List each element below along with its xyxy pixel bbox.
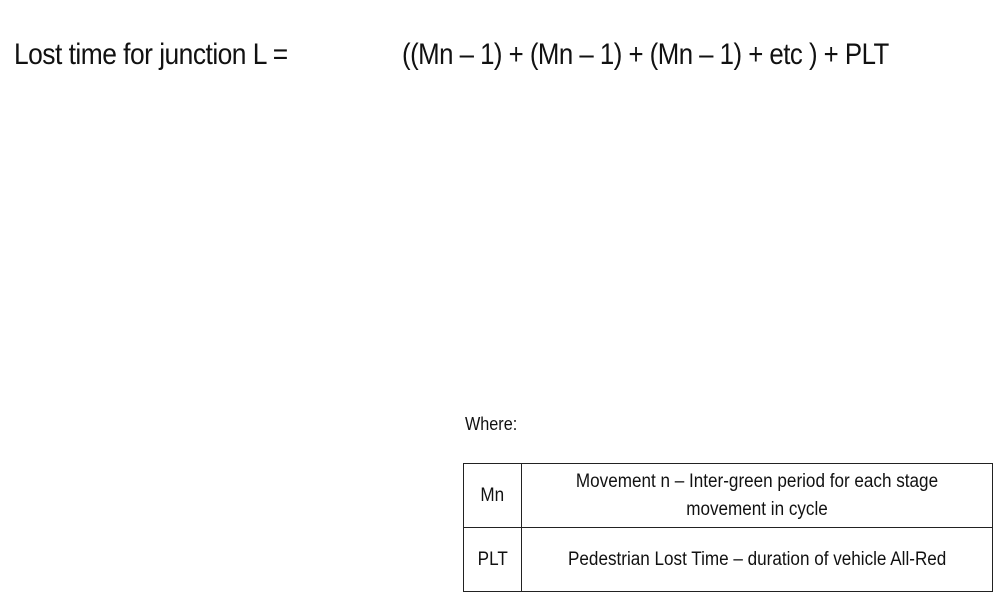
definitions-table: Mn Movement n – Inter-green period for e… <box>463 463 993 592</box>
formula-label: Lost time for junction L = <box>14 38 288 71</box>
table-row: PLT Pedestrian Lost Time – duration of v… <box>463 527 993 592</box>
term-text: Mn <box>480 484 505 506</box>
term-cell: PLT <box>463 527 522 592</box>
description-cell: Movement n – Inter-green period for each… <box>521 463 993 528</box>
table-row: Mn Movement n – Inter-green period for e… <box>463 463 993 528</box>
term-text: PLT <box>477 548 508 570</box>
description-text: Movement n – Inter-green period for each… <box>575 470 939 520</box>
where-label: Where: <box>465 414 518 434</box>
description-cell: Pedestrian Lost Time – duration of vehic… <box>521 527 993 592</box>
formula-expression: ((Mn – 1) + (Mn – 1) + (Mn – 1) + etc ) … <box>402 38 889 71</box>
description-text: Pedestrian Lost Time – duration of vehic… <box>567 548 947 570</box>
term-cell: Mn <box>463 463 522 528</box>
